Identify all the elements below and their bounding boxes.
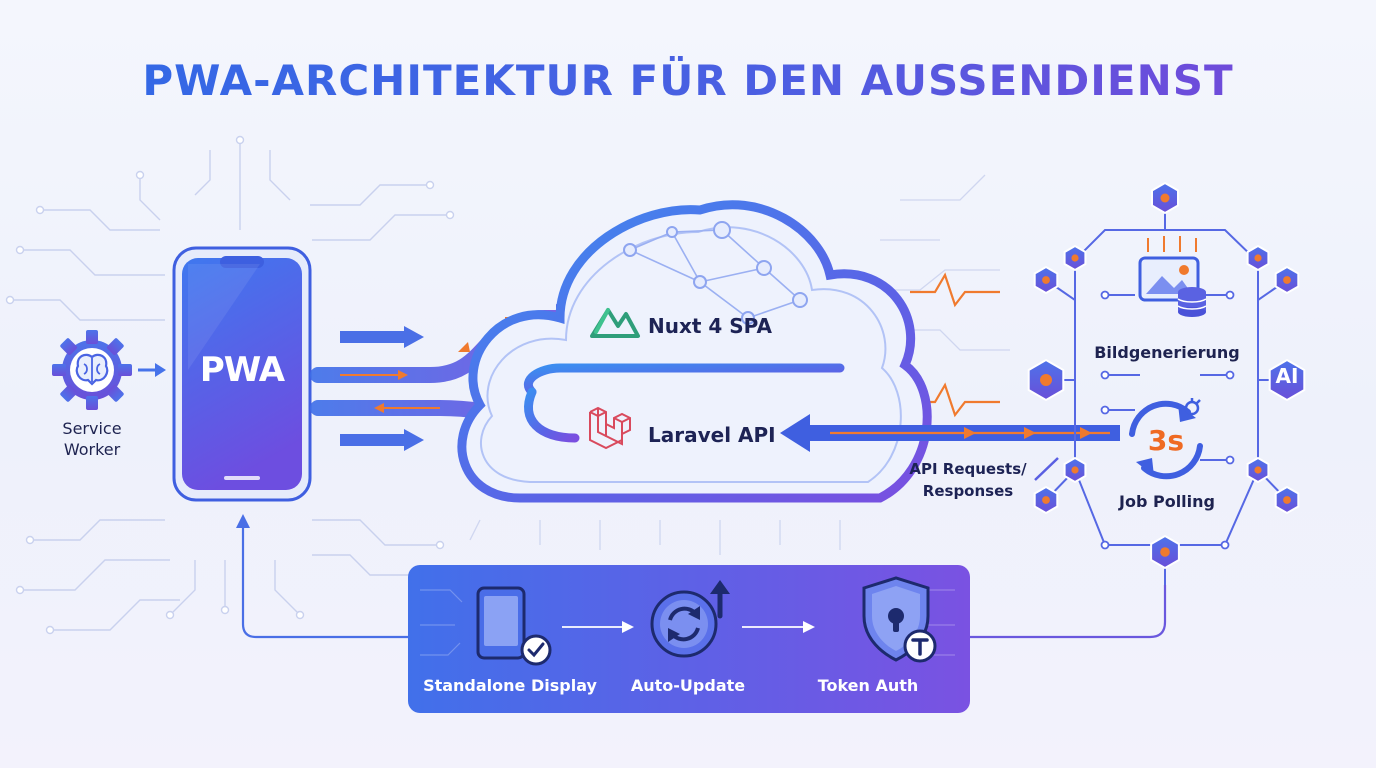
hex-node-dot bbox=[1042, 496, 1050, 504]
standalone-display-label: Standalone Display bbox=[423, 676, 597, 695]
shield-lock-icon bbox=[862, 576, 937, 663]
job-polling-label: Job Polling bbox=[1119, 492, 1215, 511]
auto-update-icon bbox=[650, 580, 730, 658]
pwa-label: PWA bbox=[199, 350, 285, 390]
tablet-check-icon bbox=[476, 586, 552, 666]
pulse-line-bottom bbox=[910, 382, 1000, 418]
loop-back-line bbox=[241, 526, 408, 639]
hex-network bbox=[1027, 181, 1306, 585]
pwa-phone bbox=[172, 246, 312, 502]
laravel-label: Laravel API bbox=[648, 423, 776, 447]
refresh-timer-icon bbox=[1129, 398, 1203, 480]
service-worker-label: Service Worker bbox=[62, 419, 122, 459]
brain-gear-icon bbox=[52, 330, 132, 410]
auto-update-label: Auto-Update bbox=[630, 676, 746, 695]
nuxt-logo-icon bbox=[590, 308, 640, 338]
polling-interval-label: 3s bbox=[1147, 424, 1185, 457]
hex-node-dot bbox=[1283, 276, 1291, 284]
hex-node-dot bbox=[1254, 466, 1262, 474]
hex-node-dot bbox=[1040, 374, 1052, 386]
image-generation-icon bbox=[1138, 236, 1207, 317]
ai-hex-node bbox=[1268, 358, 1306, 402]
circuit-lines-left bbox=[10, 140, 450, 631]
hex-node-dot bbox=[1283, 496, 1291, 504]
laravel-logo-icon bbox=[589, 406, 631, 450]
diagram-title: PWA-ARCHITEKTUR FÜR DEN AUSSENDIENST bbox=[0, 56, 1376, 105]
pulse-line-top bbox=[910, 272, 1000, 308]
ai-label: AI bbox=[1275, 364, 1299, 388]
cloud-icon bbox=[457, 200, 932, 503]
hex-node-dot bbox=[1160, 547, 1170, 557]
loop-back-arrowhead bbox=[236, 514, 250, 528]
hex-node-dot bbox=[1042, 276, 1050, 284]
api-requests-label: API Requests/ Responses bbox=[909, 460, 1027, 500]
hex-node-dot bbox=[1071, 466, 1079, 474]
hex-node-dot bbox=[1160, 193, 1170, 203]
token-auth-label: Token Auth bbox=[817, 676, 919, 695]
hex-to-bar-line bbox=[970, 585, 1167, 639]
hex-node-dot bbox=[1071, 254, 1079, 262]
bildgenerierung-label: Bildgenerierung bbox=[1094, 343, 1240, 362]
nuxt-label: Nuxt 4 SPA bbox=[648, 314, 772, 338]
laravel-response-arrow bbox=[780, 414, 1120, 452]
api-leader-line bbox=[1034, 457, 1059, 481]
hex-node-dot bbox=[1254, 254, 1262, 262]
sw-to-pwa-arrowhead bbox=[155, 363, 166, 377]
